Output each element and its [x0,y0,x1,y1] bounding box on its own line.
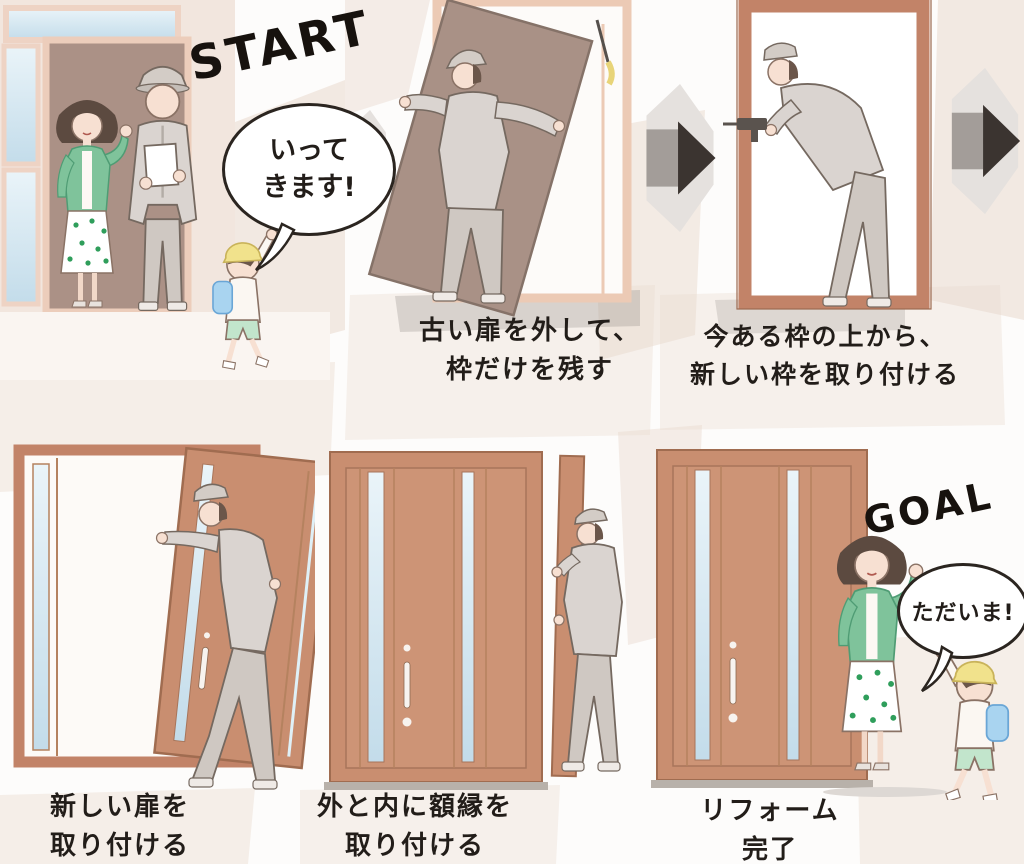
caption-line: 取り付ける [49,831,190,861]
step-caption-install-door: 新しい扉を 取り付ける [10,788,230,864]
step-caption-attach-casing: 外と内に額縁を 取り付ける [295,788,535,864]
caption-line: 取り付ける [344,831,485,861]
flow-arrow-icon [946,62,1024,220]
scene-remove-old-door [345,0,655,325]
speech-bubble-home: ただいま! [897,563,1024,659]
finished-door [324,451,548,790]
scene-install-new-door [5,440,315,800]
bubble-leaving-line1: いって [269,135,349,167]
floor-shadow [823,787,947,797]
speech-bubble-tail [255,222,296,272]
worker-trim-figure [551,508,623,772]
hinge-tool [595,19,615,86]
step-caption-attach-frame: 今ある枠の上から、 新しい枠を取り付ける [660,318,990,393]
step-caption-reform-complete: リフォーム 完了 [670,792,870,864]
caption-line: 新しい枠を取り付ける [689,359,960,389]
bubble-home-text: ただいま! [911,601,1015,626]
caption-line: リフォーム [700,796,840,826]
father-figure [128,65,198,312]
mother-figure [56,100,133,308]
speech-bubble-tail [920,645,954,693]
speech-bubble-leaving: いって きます! [222,103,396,236]
flow-arrow-icon [640,84,720,232]
worker-drilling-figure [723,42,892,308]
caption-line: 今ある枠の上から、 [703,322,947,351]
caption-line: 完了 [741,835,798,864]
worker-carrying-figure [398,49,566,304]
worker-installing-figure [155,483,282,790]
scene-attach-new-frame [665,0,965,325]
scene-start-departure [0,0,330,380]
finished-door [651,449,873,788]
caption-line: 外と内に額縁を [316,792,513,822]
caption-line: 古い扉を外して、 [419,316,641,346]
child-figure [212,228,278,370]
bubble-leaving-line2: きます! [262,171,356,203]
scene-attach-casing [310,440,640,800]
caption-line: 枠だけを残す [445,355,614,385]
step-caption-remove-old-door: 古い扉を外して、 枠だけを残す [385,312,675,390]
scene-goal-homecoming [645,440,1024,800]
caption-line: 新しい扉を [49,792,190,822]
